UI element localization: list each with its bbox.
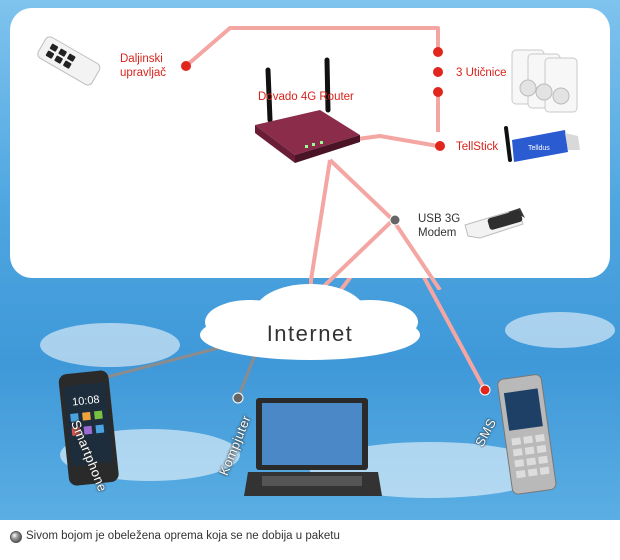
router-image [255, 57, 360, 163]
lower-scene: Internet 10:08 [58, 284, 557, 496]
router-modem-inner-line [328, 158, 395, 222]
router-down-line [309, 159, 332, 281]
legend-gray-dot-icon [10, 531, 22, 543]
laptop-image [244, 398, 382, 496]
phone-time-text: 10:08 [72, 394, 101, 409]
tellstick-dot [435, 141, 445, 151]
sms-dot [479, 384, 491, 396]
legend-bar [0, 520, 620, 560]
internet-label: Internet [267, 321, 354, 346]
tellstick-label: TellStick [456, 141, 499, 153]
internet-computer-line [236, 354, 257, 399]
modem-label-line2: Modem [418, 227, 457, 239]
sockets-top-dot [433, 47, 443, 57]
sockets-image [511, 49, 578, 113]
sockets-label: 3 Utičnice [456, 67, 507, 79]
modem-dot [389, 214, 401, 226]
tellstick-brand-text: Telldus [528, 145, 550, 152]
remote-dot [181, 61, 191, 71]
legend-text: Sivom bojom je obeležena oprema koja se … [26, 530, 340, 542]
remote-label-line1: Daljinski [120, 53, 163, 65]
computer-dot [232, 392, 244, 404]
internet-cloud [200, 284, 420, 360]
sockets-dot [433, 67, 443, 77]
modem-label-line1: USB 3G [418, 213, 461, 225]
remote-control-image [37, 36, 101, 86]
remote-sockets-line [184, 26, 440, 68]
panel-connectors: Telldus [37, 26, 580, 290]
sms-phone-image [497, 374, 557, 495]
modem-down-right-line [391, 218, 442, 290]
usb-modem-image [464, 208, 525, 239]
modem-down-left-line [318, 218, 395, 290]
router-label: Dovado 4G Router [258, 91, 354, 103]
internet-smartphone-line [102, 343, 231, 380]
sockets-bottom-dot [433, 87, 443, 97]
remote-label-line2: upravljač [120, 67, 167, 79]
tellstick-image: Telldus [504, 126, 580, 162]
smartphone-image: 10:08 [58, 370, 119, 486]
